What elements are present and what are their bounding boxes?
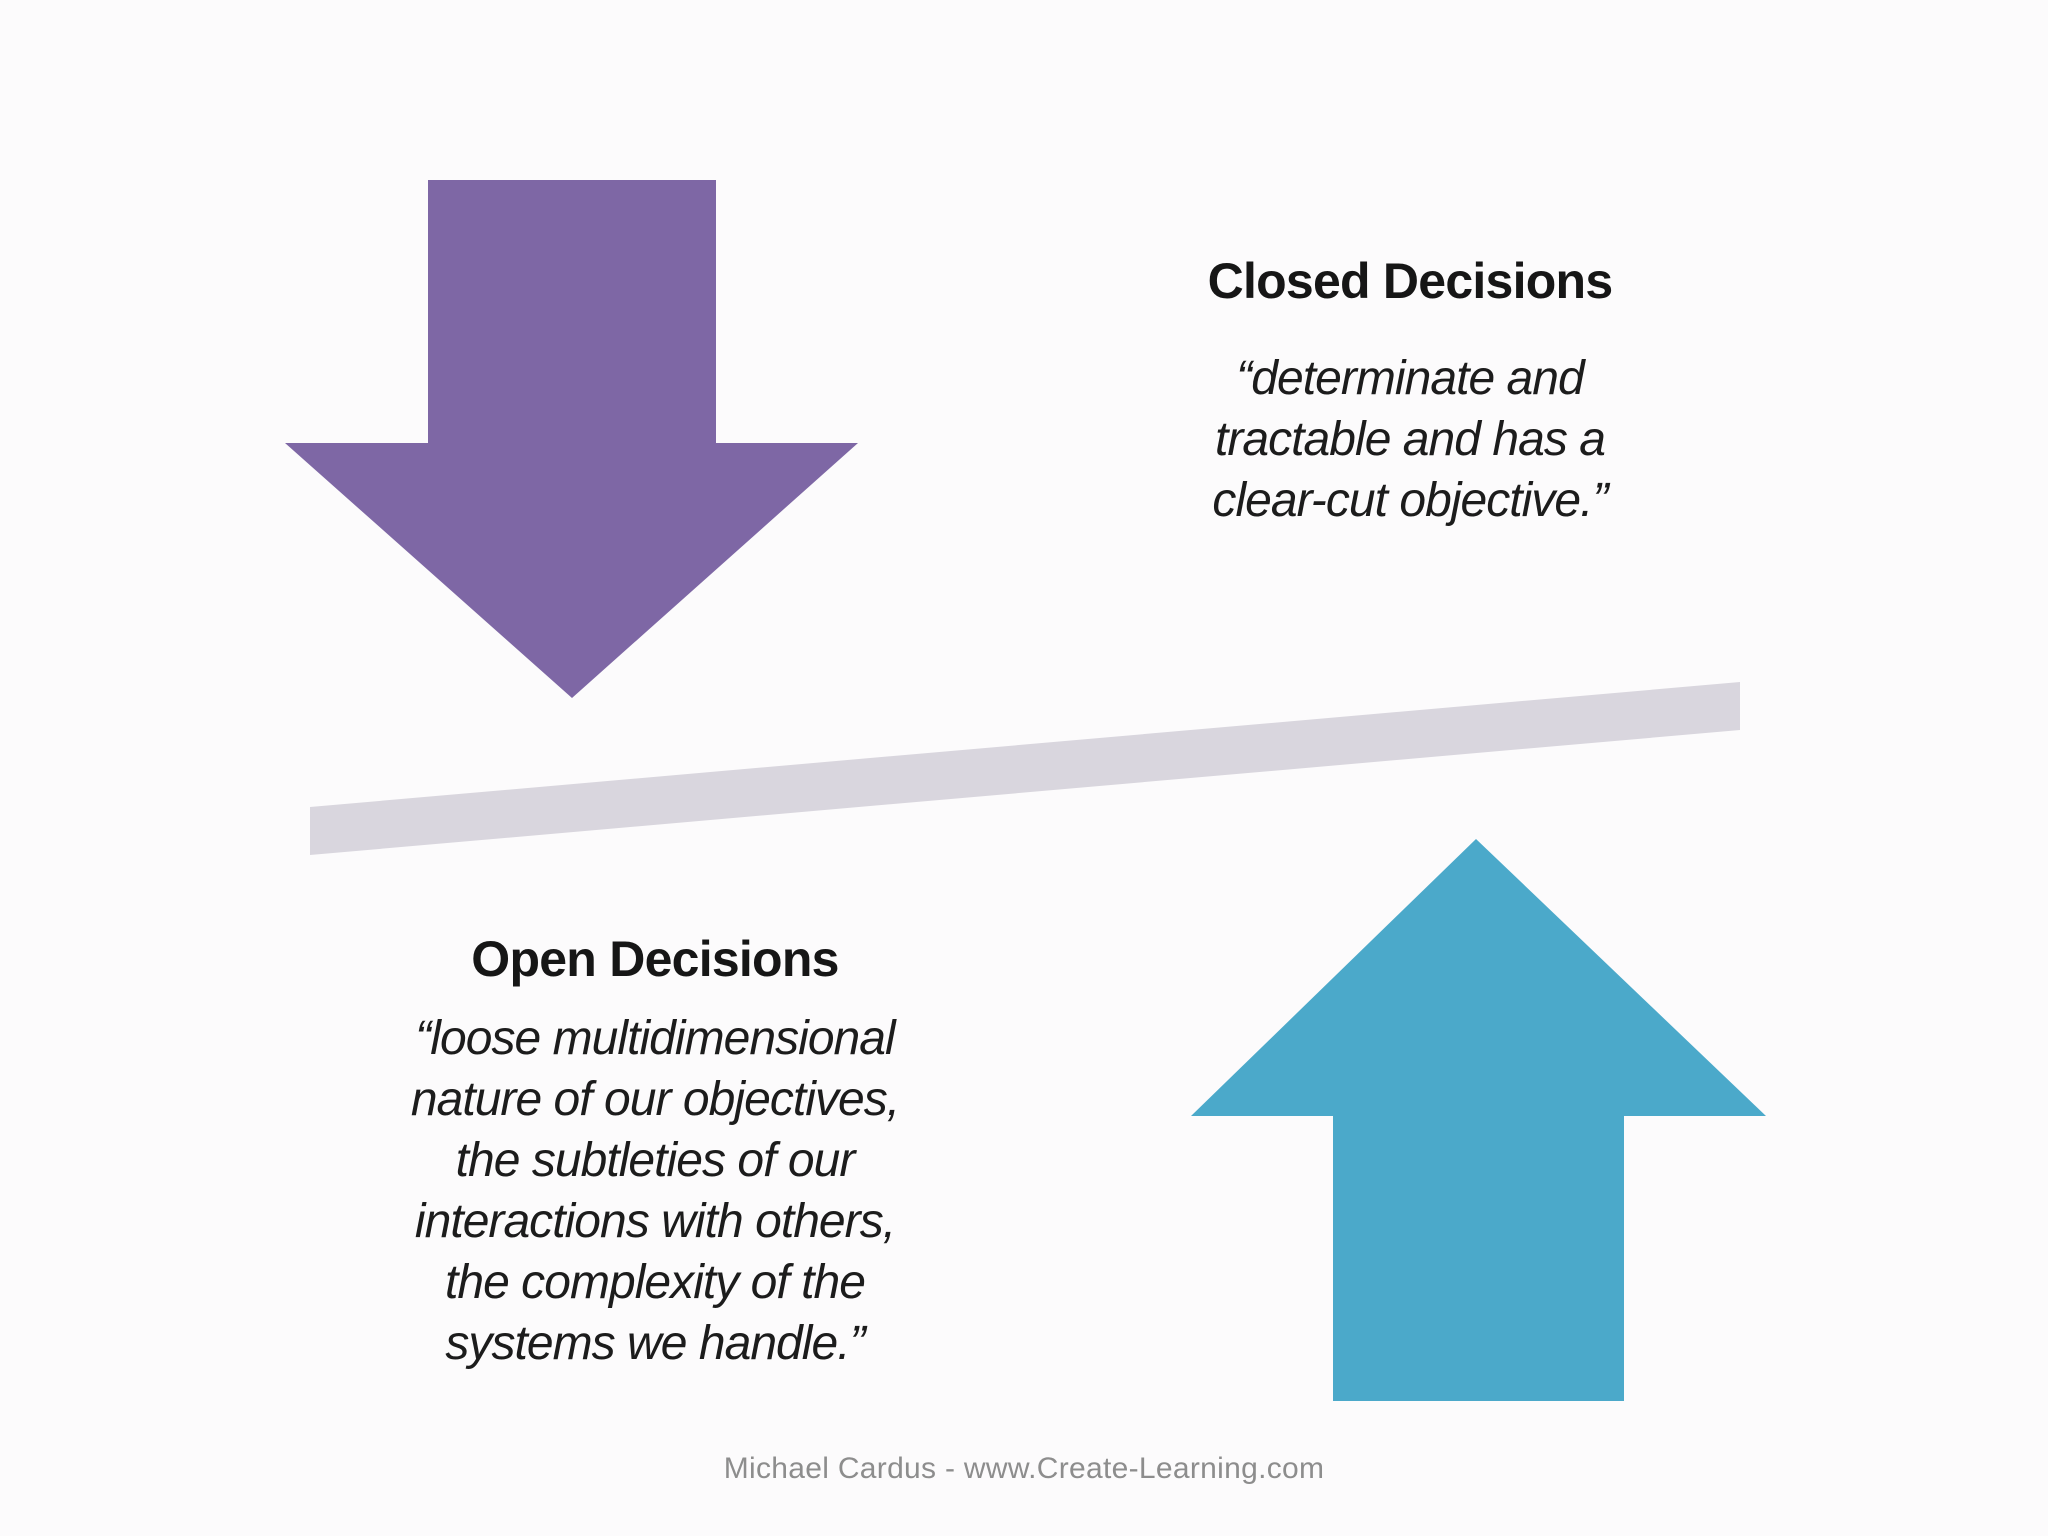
up-arrow-icon (1191, 839, 1766, 1401)
closed-decisions-quote: “determinate and tractable and has a cle… (1212, 352, 1608, 527)
seesaw-bar (310, 682, 1740, 855)
down-arrow-shape (285, 180, 858, 698)
footer-credit: Michael Cardus - www.Create-Learning.com (723, 1452, 1325, 1485)
open-decisions-block: Open Decisions “loose multidimensional n… (250, 928, 1060, 1374)
seesaw-bar-shape (310, 682, 1740, 855)
closed-decisions-block: Closed Decisions “determinate and tracta… (1080, 250, 1740, 531)
closed-decisions-heading: Closed Decisions (1207, 253, 1614, 309)
open-decisions-heading: Open Decisions (471, 931, 839, 987)
down-arrow-icon (285, 180, 858, 698)
open-decisions-quote: “loose multidimensional nature of our ob… (410, 1012, 900, 1370)
up-arrow-shape (1191, 839, 1766, 1401)
